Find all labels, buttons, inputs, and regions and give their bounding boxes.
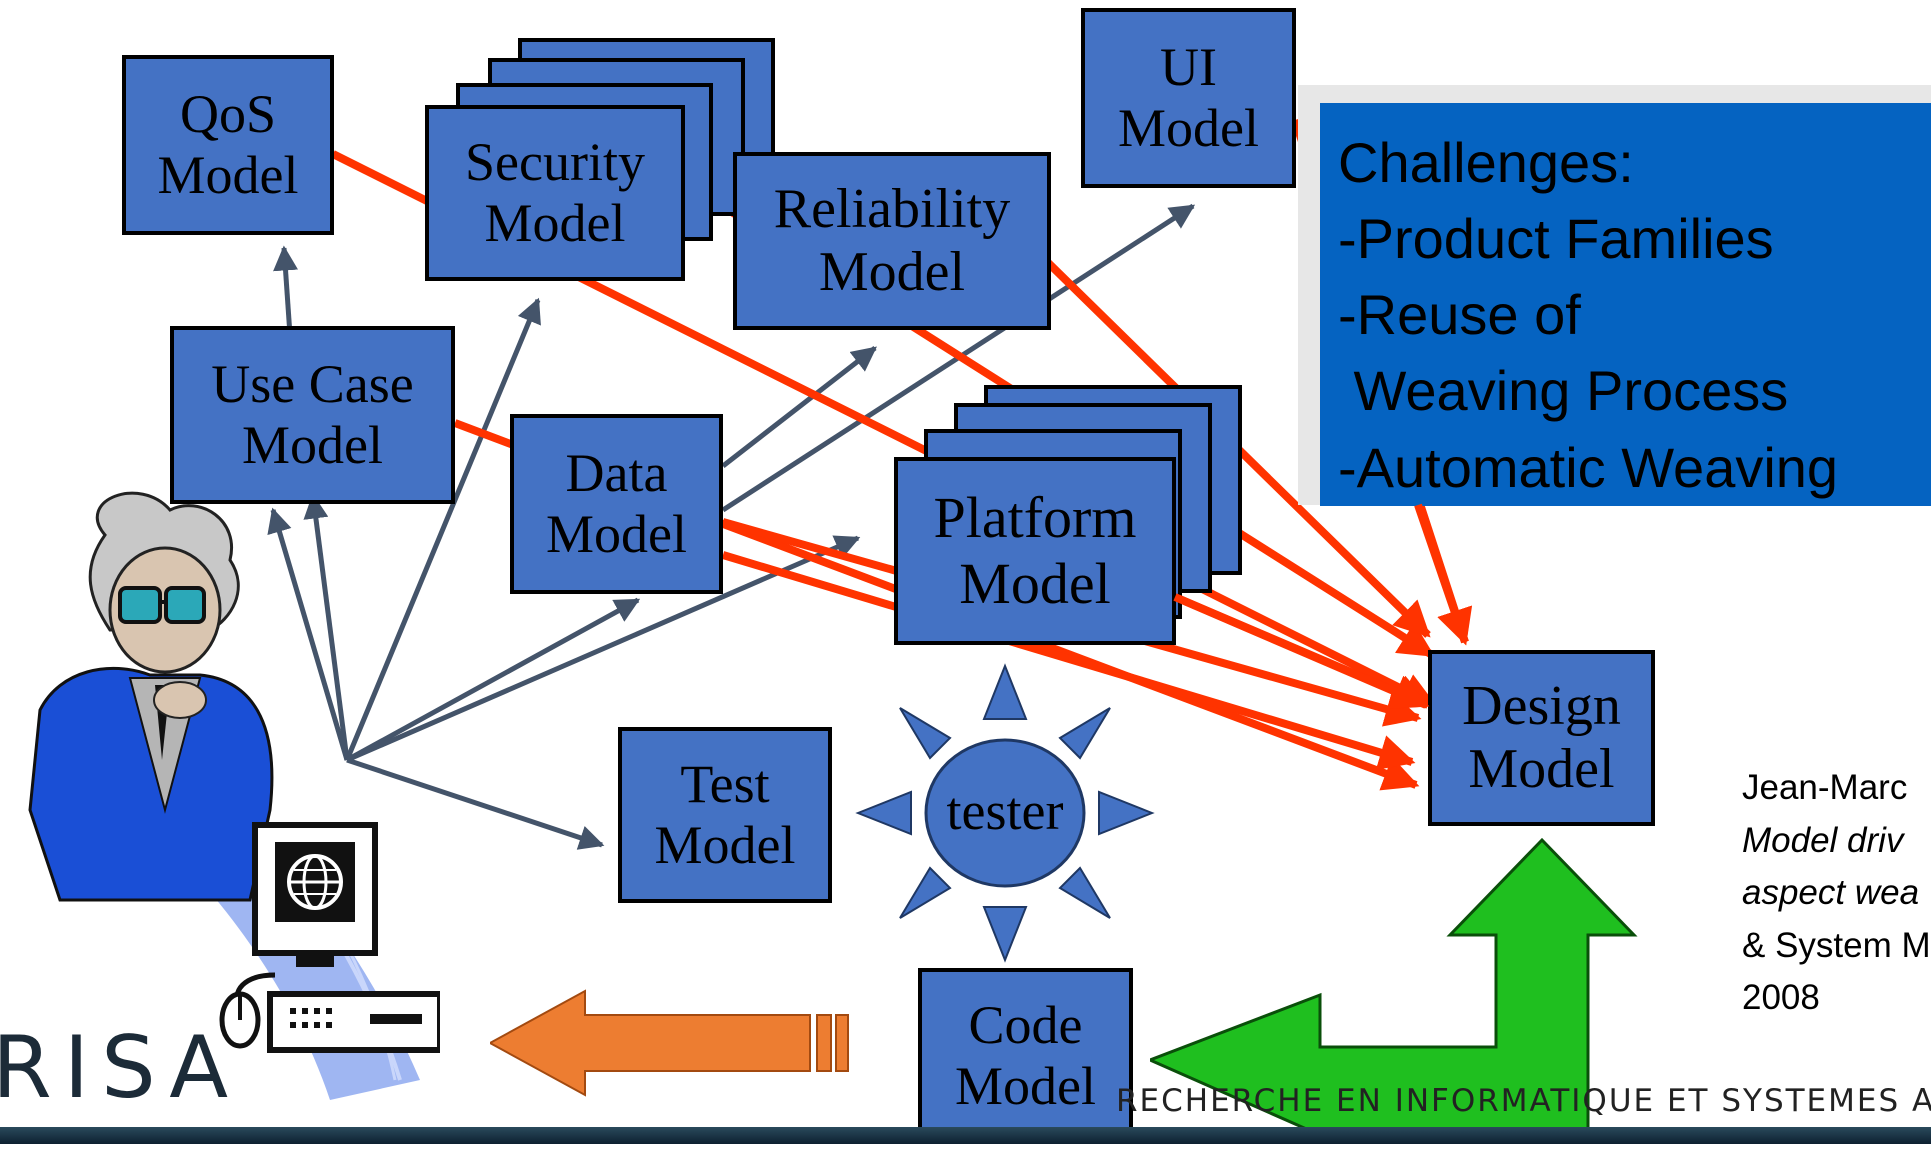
code-model-label-2: Model: [955, 1056, 1096, 1116]
test-model-label-2: Model: [654, 815, 796, 875]
citation-line-2: Model driv: [1742, 820, 1904, 860]
ui-model-label-2: Model: [1118, 98, 1259, 158]
security-model-label-1: Security: [465, 131, 645, 192]
arrow-user-to-test: [346, 757, 605, 850]
challenges-line-2: -Product Families: [1338, 207, 1774, 271]
challenges-line-5: -Automatic Weaving: [1338, 435, 1839, 499]
code-model-box[interactable]: Code Model: [918, 968, 1133, 1144]
footer-band: [0, 1127, 1931, 1144]
reliability-model-box[interactable]: Reliability Model: [733, 152, 1051, 330]
reliability-model-label-2: Model: [818, 241, 966, 303]
data-model-label-1: Data: [565, 442, 668, 503]
arrow-user-to-usecase: [303, 493, 350, 761]
arrow-data-to-design-2: [721, 551, 1416, 770]
thinking-person-computer-illustration: [28, 491, 440, 1100]
use-case-model-box[interactable]: Use Case Model: [170, 326, 455, 504]
arrow-user-to-security: [344, 297, 541, 761]
challenges-line-1: Challenges:: [1338, 131, 1634, 194]
ui-model-box[interactable]: UI Model: [1081, 8, 1296, 188]
citation-line-5: 2008: [1742, 978, 1820, 1017]
qos-model-label-2: Model: [157, 145, 299, 205]
citation-text: Jean-Marc Model driv aspect wea & System…: [1742, 762, 1931, 1025]
code-model-label-1: Code: [968, 994, 1083, 1055]
footer-tagline: RECHERCHE EN INFORMATIQUE ET SYSTEMES AL…: [1116, 1083, 1931, 1119]
irisa-logo-text: RISA: [0, 1018, 241, 1118]
data-model-box[interactable]: Data Model: [510, 414, 723, 594]
platform-model-label-1: Platform: [933, 485, 1137, 551]
challenges-line-3: -Reuse of: [1338, 283, 1581, 347]
citation-line-4: & System M: [1742, 925, 1931, 965]
use-case-model-label-1: Use Case: [211, 353, 414, 414]
security-model-label-2: Model: [484, 193, 626, 253]
challenges-line-4: Weaving Process: [1338, 359, 1789, 423]
test-model-label-1: Test: [680, 753, 770, 814]
tester-label: tester: [946, 781, 1064, 841]
tester-sun-icon[interactable]: [855, 663, 1155, 963]
arrow-user-to-qos: [273, 245, 299, 336]
reliability-model-label-1: Reliability: [773, 177, 1011, 240]
design-model-box[interactable]: Design Model: [1428, 650, 1655, 826]
design-model-label-1: Design: [1462, 674, 1621, 737]
orange-left-arrow: [490, 989, 849, 1097]
challenges-callout: Challenges: -Product Families -Reuse of …: [1320, 103, 1931, 506]
arrow-user-to-data: [345, 597, 641, 763]
arrow-user-to-usecase-left: [267, 507, 350, 761]
use-case-model-label-2: Model: [242, 415, 383, 475]
qos-model-box[interactable]: QoS Model: [122, 55, 334, 235]
platform-model-box[interactable]: Platform Model: [894, 457, 1176, 645]
citation-line-1: Jean-Marc: [1742, 768, 1908, 807]
data-model-label-2: Model: [546, 504, 687, 564]
arrow-user-to-platform: [346, 535, 861, 763]
arrow-data-to-reliability: [721, 346, 877, 468]
security-model-box[interactable]: Security Model: [425, 105, 685, 281]
platform-model-label-2: Model: [959, 551, 1111, 616]
qos-model-label-1: QoS: [179, 83, 277, 144]
citation-line-3: aspect wea: [1742, 873, 1920, 912]
ui-model-label-1: UI: [1160, 36, 1217, 97]
design-model-label-2: Model: [1468, 738, 1615, 800]
test-model-box[interactable]: Test Model: [618, 727, 832, 903]
